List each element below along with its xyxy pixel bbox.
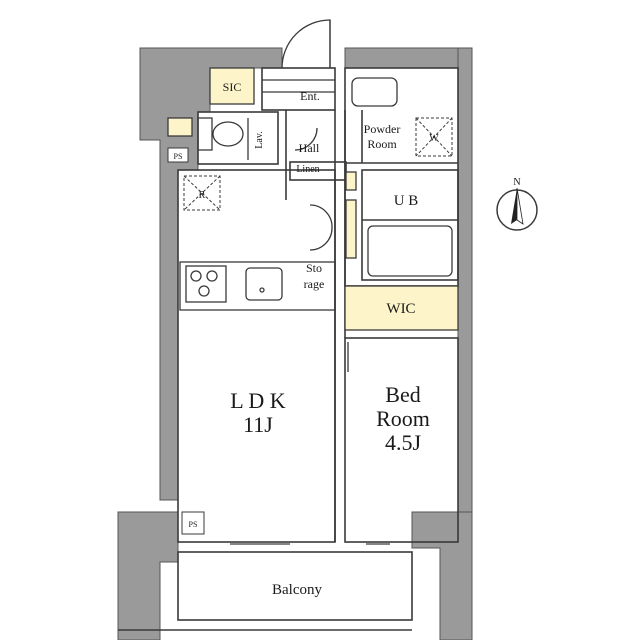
storage-line2: rage — [304, 277, 325, 291]
storage-line1: Sto — [306, 261, 322, 275]
refrigerator-icon — [183, 175, 221, 211]
linen-label: Linen — [296, 164, 319, 175]
hall-label: Hall — [299, 141, 320, 155]
balcony-label: Balcony — [272, 582, 322, 598]
bedroom-size: 4.5J — [385, 430, 422, 455]
lavatory-label: Lav. — [254, 131, 265, 148]
ps-lower-box — [181, 511, 205, 535]
compass-label: N — [513, 177, 520, 188]
fixtures — [179, 19, 453, 545]
shoe-closet-label: SIC — [223, 80, 242, 94]
powder-room-line2: Room — [367, 137, 397, 151]
powder-room-line1: Powder — [364, 122, 401, 136]
bedroom-name-line2: Room — [376, 406, 430, 431]
ub-label: U B — [394, 193, 419, 209]
interior-walls — [118, 67, 459, 631]
refrigerator-label: R — [199, 190, 206, 201]
highlighted-rooms — [167, 67, 459, 331]
ldk-name: L D K — [230, 388, 286, 413]
compass-icon: N — [496, 177, 538, 231]
ps-upper-label: PS — [174, 152, 183, 161]
ps-upper-box — [167, 147, 189, 163]
ps-lower-label: PS — [189, 520, 198, 529]
washer-icon — [415, 117, 453, 157]
ldk-size: 11J — [243, 412, 273, 437]
washer-label: W — [429, 133, 439, 144]
bedroom-name-line1: Bed — [385, 382, 420, 407]
wic-label: WIC — [386, 301, 415, 317]
entrance-label: Ent. — [300, 89, 320, 103]
